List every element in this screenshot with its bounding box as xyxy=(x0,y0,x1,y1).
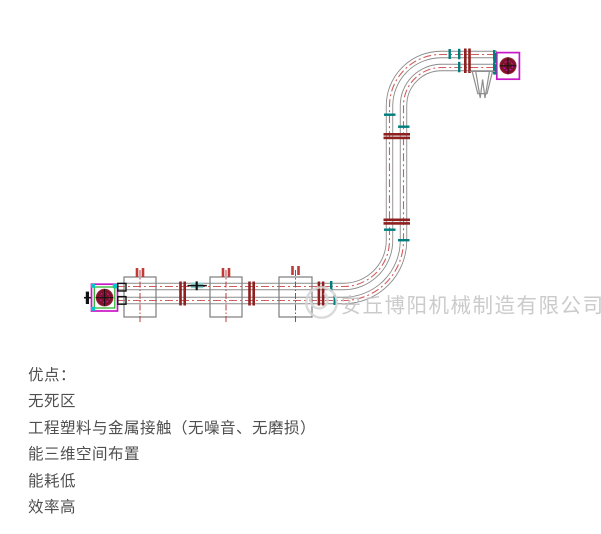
advantage-item: 能耗低 xyxy=(28,472,77,490)
advantage-item: 工程塑料与金属接触（无噪音、无磨损） xyxy=(28,419,317,437)
watermark: 安丘博阳机械制造有限公司 xyxy=(305,286,601,319)
motor-flange xyxy=(85,291,89,304)
advantages-title: 优点： xyxy=(28,367,77,384)
tube-joint-ticks xyxy=(330,48,496,305)
advantage-item: 效率高 xyxy=(28,499,77,517)
advantage-item: 无死区 xyxy=(28,393,77,411)
flange-joints xyxy=(179,48,471,306)
discharge-hopper xyxy=(469,70,495,99)
conveyor-tubes xyxy=(117,50,497,305)
flow-direction-marker xyxy=(187,281,207,291)
boyang-circle-logo-icon xyxy=(305,286,338,319)
watermark-company-text: 安丘博阳机械制造有限公司 xyxy=(341,295,601,318)
inline-coupling-boxes xyxy=(123,266,313,323)
drive-unit-bottom-left xyxy=(84,282,127,312)
advantage-item: 能三维空间布置 xyxy=(28,446,141,464)
corner-unit-top-right xyxy=(493,51,521,81)
advantages-block: 优点： 无死区 工程塑料与金属接触（无噪音、无磨损） 能三维空间布置 能耗低 效… xyxy=(28,363,316,521)
